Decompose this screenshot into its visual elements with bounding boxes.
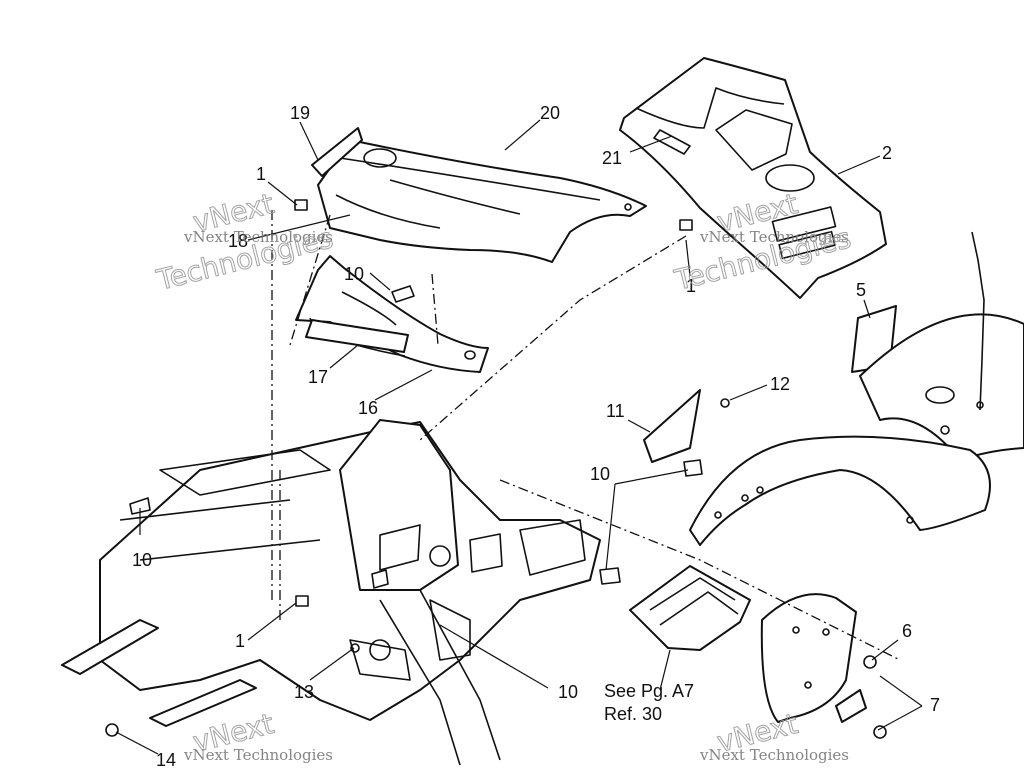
callout-16: 16 — [358, 398, 378, 418]
lower-cowl — [295, 255, 489, 373]
left-footpeg — [61, 619, 159, 675]
callout-13: 13 — [294, 682, 314, 702]
callout-1c: 1 — [235, 631, 245, 651]
callout-2: 2 — [882, 143, 892, 163]
leader-lines — [115, 119, 923, 755]
cable — [971, 231, 985, 411]
watermark-brand-left: vNext Technologies — [183, 228, 333, 246]
callout-14: 14 — [156, 750, 176, 768]
front-fender — [689, 435, 991, 546]
callout-17: 17 — [308, 367, 328, 387]
callout-1b: 1 — [686, 276, 696, 296]
callout-10d: 10 — [558, 682, 578, 702]
callout-10a: 10 — [344, 264, 364, 284]
assembly-lines — [271, 210, 901, 661]
bracket-7 — [835, 689, 867, 723]
watermark-brand-bottom-left: vNext Technologies — [183, 746, 333, 764]
right-footpeg — [149, 679, 257, 727]
callout-7: 7 — [930, 695, 940, 715]
callout-1a: 1 — [256, 164, 266, 184]
callout-21: 21 — [602, 148, 622, 168]
callout-12: 12 — [770, 374, 790, 394]
callout-19: 19 — [290, 103, 310, 123]
main-frame — [99, 419, 601, 766]
callout-20: 20 — [540, 103, 560, 123]
trim-piece — [311, 127, 363, 177]
callout-6: 6 — [902, 621, 912, 641]
reference-note: See Pg. A7 Ref. 30 — [604, 681, 694, 724]
callout-11: 11 — [606, 401, 625, 421]
lens-panel — [305, 319, 409, 353]
reference-note-line1: See Pg. A7 — [604, 681, 694, 701]
callout-10b: 10 — [590, 464, 610, 484]
hood-panel — [317, 139, 647, 263]
callouts: 19 20 21 2 1 18 10 1 5 17 16 12 11 10 10… — [132, 103, 940, 768]
callout-10c: 10 — [132, 550, 152, 570]
watermark-brand-bottom-right: vNext Technologies — [699, 746, 849, 764]
step-plate — [629, 565, 751, 651]
reference-note-line2: Ref. 30 — [604, 704, 662, 724]
callout-18: 18 — [228, 231, 248, 251]
watermark-brand-right: vNext Technologies — [699, 228, 849, 246]
callout-5: 5 — [856, 280, 866, 300]
fasteners — [105, 199, 887, 739]
console-cowl — [619, 57, 887, 299]
decal-11 — [643, 389, 701, 463]
